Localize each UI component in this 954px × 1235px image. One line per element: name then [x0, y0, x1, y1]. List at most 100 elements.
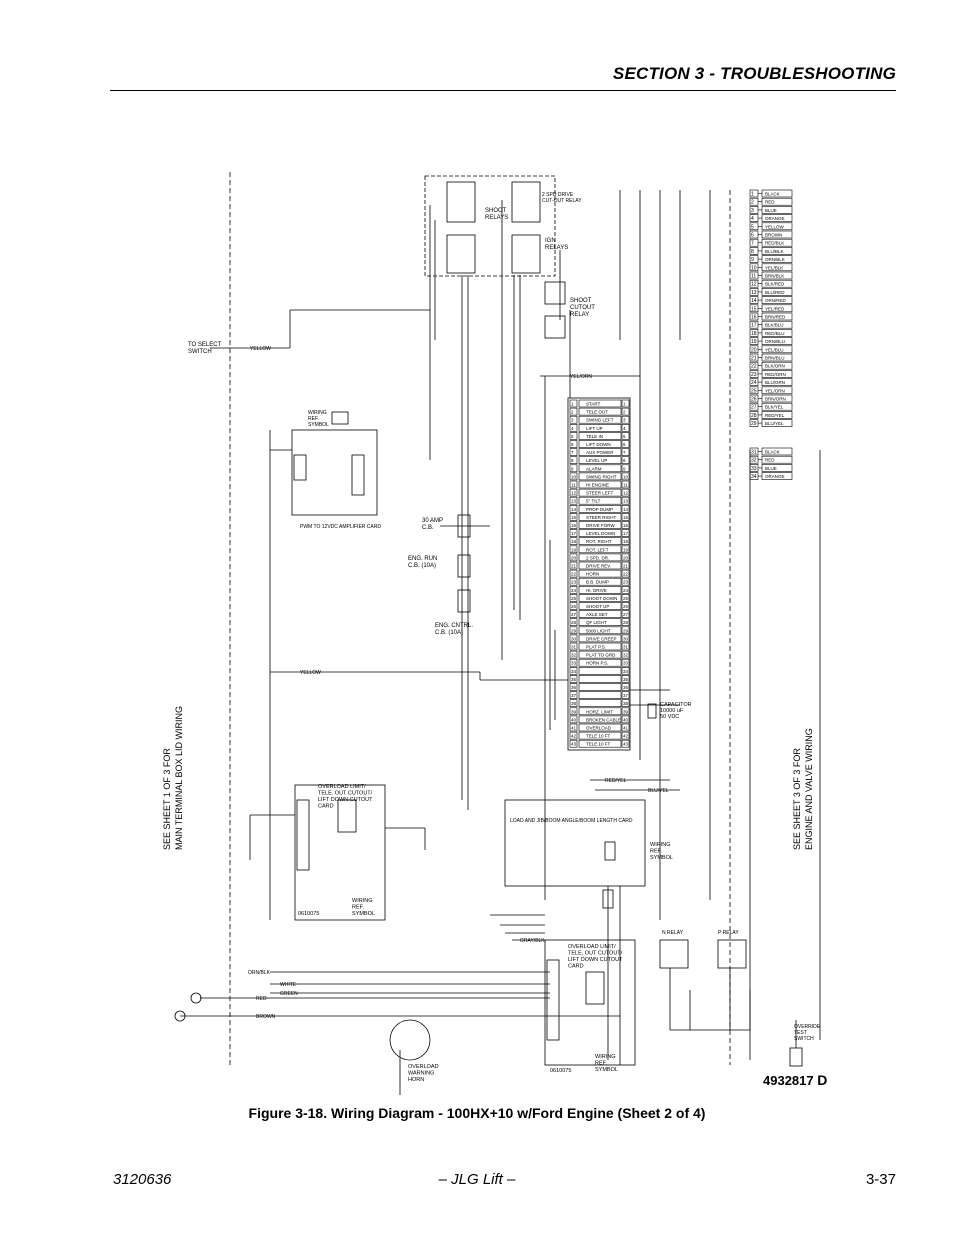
terminal-label-cell	[578, 521, 622, 529]
terminal-label-cell	[578, 731, 622, 740]
terminal-right-cell	[621, 691, 630, 699]
terminal-label: QF LIGHT	[586, 620, 607, 625]
terminal-right-num: 30	[623, 636, 629, 641]
terminal-label-cell	[578, 618, 622, 627]
terminal-label: SHOOT DOWN	[586, 596, 617, 601]
terminal-right-cell	[621, 440, 630, 448]
terminal-right-cell	[621, 521, 630, 529]
terminal-right-num: 22	[623, 572, 629, 577]
terminal-right-cell	[621, 707, 630, 716]
terminal-label: ROT. RIGHT	[586, 539, 612, 544]
terminal-right-num: 10	[623, 474, 629, 479]
terminal-right-cell	[621, 634, 630, 643]
terminal-left-num: 39	[571, 709, 577, 714]
terminal-right-cell	[621, 650, 630, 659]
terminal-label: 5° TILT	[586, 499, 601, 504]
legend-row-color: BLU/BLK	[765, 249, 784, 254]
legend-row-num: 22	[751, 364, 757, 370]
terminal-left-num: 8	[571, 458, 574, 463]
legend-row-num: 11	[751, 274, 756, 280]
legend-row-num: 3	[751, 208, 754, 214]
terminal-label-cell	[578, 691, 622, 699]
terminal-left-cell	[569, 731, 578, 740]
terminal-left-cell	[569, 399, 578, 408]
terminal-label-cell	[578, 610, 622, 618]
terminal-right-cell	[621, 529, 630, 537]
legend-row-num: 23	[751, 372, 757, 378]
publisher: – JLG Lift –	[438, 1171, 516, 1188]
legend2-row-color: BLACK	[765, 450, 780, 455]
legend-row-num: 2	[751, 200, 754, 206]
terminal-label-cell	[578, 723, 622, 732]
terminal-left-cell	[569, 472, 578, 481]
legend-row-color: YEL/RED	[765, 306, 785, 311]
n-relay-label: N RELAY	[662, 930, 684, 936]
legend-row-color: RED/BLU	[765, 331, 785, 336]
page-number: 3-37	[865, 1171, 896, 1188]
terminal-right-num: 38	[623, 701, 629, 706]
terminal-left-cell	[569, 440, 578, 448]
terminal-left-cell	[569, 521, 578, 529]
terminal-label: 5000 LIGHT	[586, 628, 611, 633]
terminal-label-cell	[578, 683, 622, 691]
terminal-label: DRIVE FORW.	[586, 523, 616, 528]
terminal-left-cell	[569, 691, 578, 699]
terminal-label-cell	[578, 464, 622, 473]
terminal-left-cell	[569, 585, 578, 594]
terminal-left-cell	[569, 594, 578, 602]
legend-row-num: 1	[751, 192, 754, 198]
terminal-left-num: 21	[571, 564, 577, 569]
terminal-right-num: 1	[623, 402, 626, 407]
terminal-right-num: 32	[623, 653, 629, 658]
terminal-right-cell	[621, 731, 630, 740]
terminal-label: STEER RIGHT	[586, 515, 617, 520]
terminal-left-cell	[569, 480, 578, 489]
figure-caption: Figure 3-18. Wiring Diagram - 100HX+10 w…	[248, 1105, 706, 1121]
terminal-right-cell	[621, 537, 630, 546]
terminal-label: BROKEN CABLE	[586, 717, 621, 722]
terminal-label: HI ENGINE	[586, 483, 609, 488]
legend-row-color: YELLOW	[765, 224, 785, 229]
terminal-label: DRIVE REV.	[586, 564, 611, 569]
terminal-left-cell	[569, 626, 578, 635]
legend-row-color: ORANGE	[765, 216, 785, 221]
terminal-label: HI. DRIVE	[586, 588, 607, 593]
legend-row-color: RED	[765, 200, 775, 205]
terminal-left-num: 3	[571, 418, 574, 423]
terminal-left-num: 2	[571, 410, 574, 415]
terminal-right-cell	[621, 610, 630, 618]
terminal-right-cell	[621, 399, 630, 408]
terminal-label-cell	[578, 553, 622, 562]
terminal-label: LIFT DOWN	[586, 442, 611, 447]
legend2-row-num: 32	[751, 458, 757, 464]
terminal-left-num: 16	[571, 523, 577, 528]
terminal-label-cell	[578, 658, 622, 667]
terminal-left-cell	[569, 683, 578, 691]
legend-row-color: BRN/BLU	[765, 356, 785, 361]
drawing-number: 4932817 D	[763, 1072, 827, 1088]
terminal-left-cell	[569, 448, 578, 456]
terminal-right-num: 13	[623, 499, 629, 504]
terminal-label-cell	[578, 504, 622, 513]
legend-row-num: 14	[751, 298, 757, 304]
terminal-right-num: 26	[623, 604, 629, 609]
terminal-left-num: 40	[571, 717, 577, 722]
terminal-left-num: 38	[571, 701, 577, 706]
legend-row-color: BLACK	[765, 192, 780, 197]
terminal-right-num: 35	[623, 677, 629, 682]
terminal-left-cell	[569, 650, 578, 659]
terminal-right-num: 8	[623, 458, 626, 463]
terminal-left-num: 13	[571, 499, 577, 504]
terminal-label-cell	[578, 707, 622, 716]
card-number-upper: 0610075	[298, 911, 319, 917]
terminal-left-num: 9	[571, 466, 574, 471]
legend2-row-num: 34	[751, 474, 757, 480]
terminal-left-cell	[569, 488, 578, 497]
legend-row-num: 13	[751, 290, 757, 296]
